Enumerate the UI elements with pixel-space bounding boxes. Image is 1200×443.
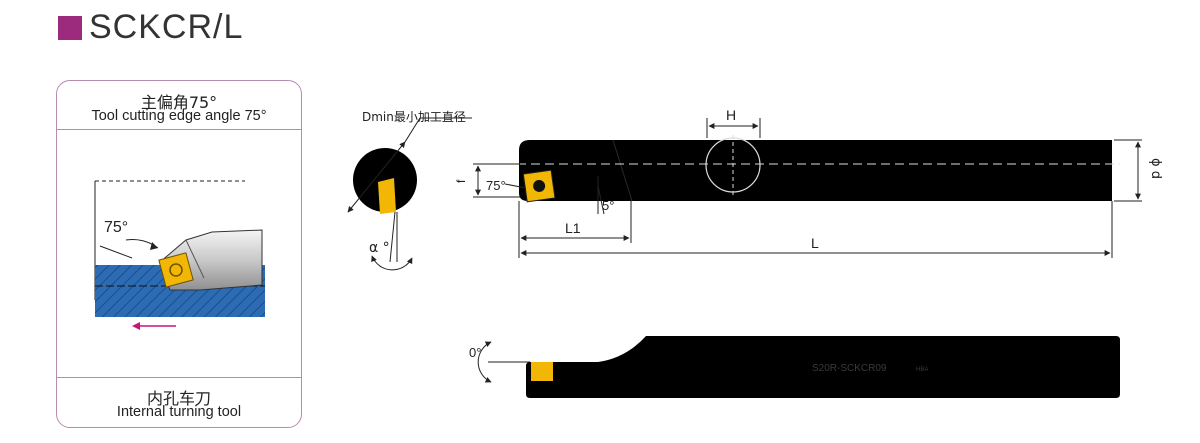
title-marker — [58, 16, 82, 40]
h-label: H — [726, 107, 736, 123]
card-divider-top — [57, 129, 301, 130]
l1-label: L1 — [565, 220, 581, 236]
angle-5-label: 5° — [602, 198, 614, 213]
angle-75-ref — [504, 183, 527, 189]
insert-screw — [169, 263, 183, 277]
alpha-label: α ° — [369, 240, 390, 256]
card-footer-en: Internal turning tool — [116, 404, 242, 420]
side-view-insert-screw — [533, 179, 546, 192]
shank-marking-small: HBA — [916, 367, 928, 373]
bottom-view-insert — [531, 362, 553, 381]
info-card: 主偏角75° Tool cutting edge angle 75° 内孔车刀 … — [56, 80, 302, 428]
end-view-insert — [378, 178, 396, 214]
f-label: f — [454, 179, 468, 183]
tool-body-bottom-view — [526, 336, 1120, 398]
dmin-dimension-line — [347, 141, 406, 213]
feed-arrowhead — [132, 322, 140, 330]
angle-0-arc — [477, 341, 492, 383]
angle-ref-line — [99, 245, 133, 259]
shank-transition-edge — [612, 139, 633, 202]
page-title: SCKCR/L — [89, 8, 244, 46]
card-footer-cn: 内孔车刀 — [146, 389, 211, 408]
dmin-leader — [404, 117, 421, 143]
card-angle-label: 75° — [104, 219, 128, 236]
angle-5-line — [597, 185, 605, 215]
insert — [158, 252, 194, 288]
shank-marking: S20R-SCKCR09 — [812, 363, 887, 374]
angle-arrowhead — [150, 242, 158, 250]
card-heading-cn: 主偏角75° — [140, 93, 218, 112]
l-label: L — [811, 235, 819, 251]
boring-bar-edge — [185, 239, 205, 279]
angle-75-label: 75° — [486, 178, 506, 193]
dmin-label: Dmin最小加工直径 — [362, 110, 466, 124]
card-divider-bottom — [57, 377, 301, 378]
alpha-arc — [371, 255, 413, 271]
tool-body-side-view — [519, 140, 1112, 201]
phi-d-label: ϕ d — [1148, 158, 1163, 179]
angle-0-label: 0° — [469, 345, 481, 360]
alpha-angle-line — [389, 211, 396, 263]
card-heading-en: Tool cutting edge angle 75° — [91, 108, 267, 124]
side-view-insert-group — [522, 169, 556, 203]
